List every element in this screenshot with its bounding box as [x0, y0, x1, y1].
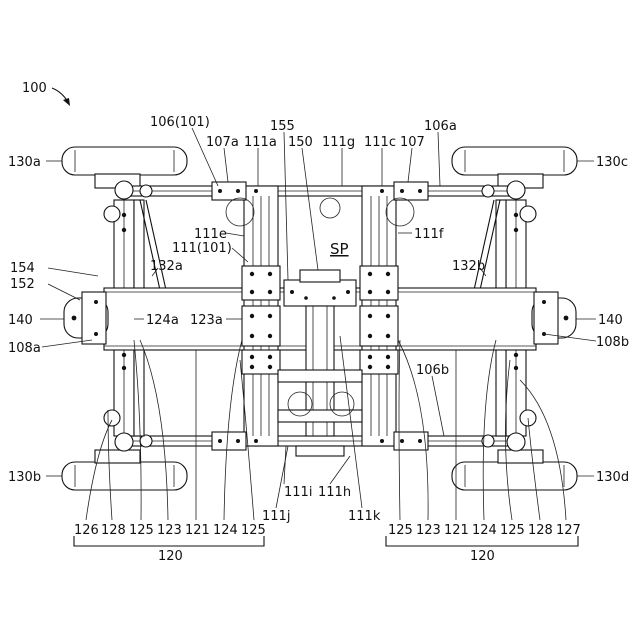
motor-140-left: [64, 292, 108, 344]
top-rail: [118, 185, 520, 197]
label-132b: 132b: [452, 259, 485, 274]
label-111-101: 111(101): [172, 241, 232, 256]
central-unit-150: [284, 270, 356, 306]
label-111j: 111j: [262, 509, 290, 524]
label-106-101: 106(101): [150, 115, 210, 130]
label-124-left: 124: [213, 523, 238, 538]
label-126: 126: [74, 523, 99, 538]
label-106a: 106a: [424, 119, 457, 134]
label-125-left-2: 125: [241, 523, 266, 538]
motor-140-right: [532, 292, 576, 344]
label-111e: 111e: [194, 227, 227, 242]
label-125-right-1: 125: [388, 523, 413, 538]
label-140-right: 140: [598, 313, 623, 328]
label-125-left-1: 125: [129, 523, 154, 538]
bottom-rail: [118, 435, 520, 447]
label-127: 127: [556, 523, 581, 538]
label-152: 152: [10, 277, 35, 292]
label-106b: 106b: [416, 363, 449, 378]
wheel-130b: [62, 450, 187, 490]
label-111h: 111h: [318, 485, 351, 500]
label-120-right: 120: [470, 549, 495, 564]
bottom-hub: [296, 446, 344, 456]
label-120-left: 120: [158, 549, 183, 564]
label-123-right: 123: [416, 523, 441, 538]
label-128-right: 128: [528, 523, 553, 538]
label-150: 150: [288, 135, 313, 150]
label-108b: 108b: [596, 335, 629, 350]
label-130a: 130a: [8, 155, 41, 170]
label-107: 107: [400, 135, 425, 150]
label-155: 155: [270, 119, 295, 134]
ref-100: 100: [22, 81, 47, 96]
label-121-right: 121: [444, 523, 469, 538]
label-128-left: 128: [101, 523, 126, 538]
label-111g: 111g: [322, 135, 355, 150]
label-123a: 123a: [190, 313, 223, 328]
ref-100-arrowhead: [63, 98, 70, 106]
label-132a: 132a: [150, 259, 183, 274]
label-123-left: 123: [157, 523, 182, 538]
label-111k: 111k: [348, 509, 381, 524]
label-108a: 108a: [8, 341, 41, 356]
label-140-left: 140: [8, 313, 33, 328]
wheel-130d: [452, 450, 577, 490]
label-111c: 111c: [364, 135, 396, 150]
label-124a: 124a: [146, 313, 179, 328]
label-125-right-2: 125: [500, 523, 525, 538]
label-130c: 130c: [596, 155, 628, 170]
label-130b: 130b: [8, 470, 41, 485]
label-111i: 111i: [284, 485, 312, 500]
label-121-left: 121: [185, 523, 210, 538]
label-130d: 130d: [596, 470, 629, 485]
label-107a: 107a: [206, 135, 239, 150]
label-124-right: 124: [472, 523, 497, 538]
label-sp: SP: [330, 240, 349, 258]
label-154: 154: [10, 261, 35, 276]
label-111a: 111a: [244, 135, 277, 150]
label-111f: 111f: [414, 227, 444, 242]
